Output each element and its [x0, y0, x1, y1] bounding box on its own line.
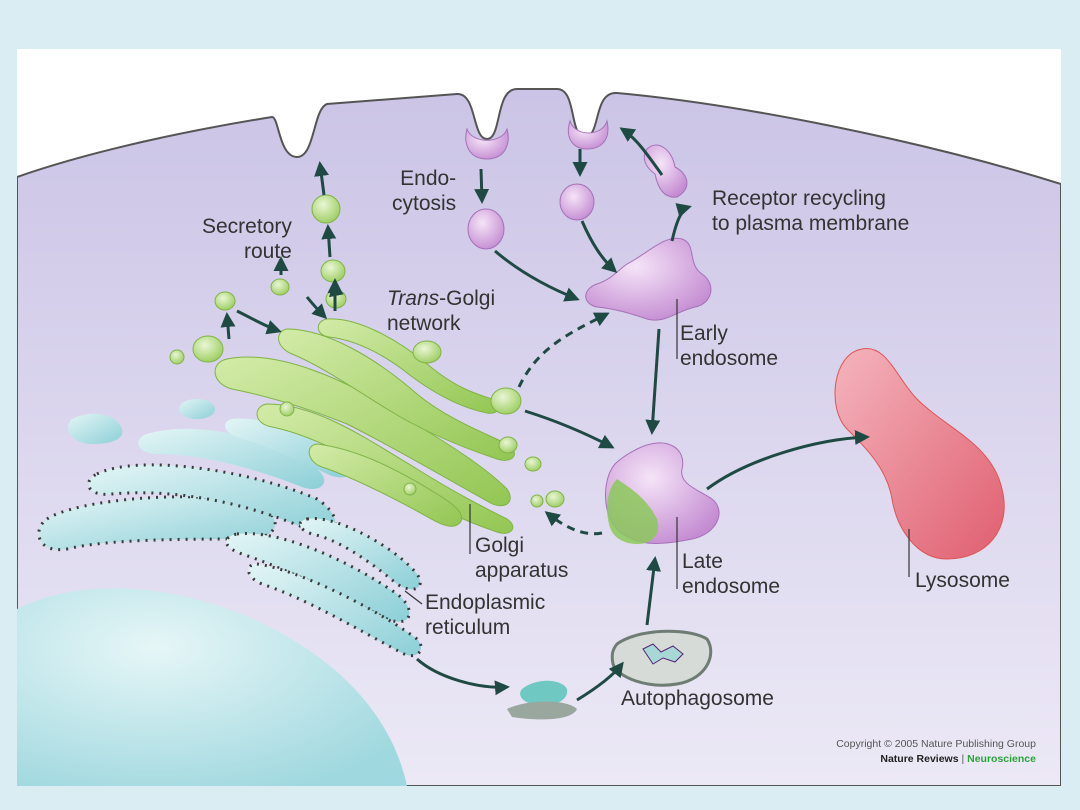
copyright-line: Copyright © 2005 Nature Publishing Group: [836, 738, 1036, 750]
nucleus: [17, 588, 407, 786]
label-golgi-apparatus: Golgi apparatus: [475, 534, 569, 582]
copyright-notice: Copyright © 2005 Nature Publishing Group…: [836, 737, 1036, 767]
label-lysosome: Lysosome: [915, 569, 1010, 592]
journal-separator: |: [958, 753, 968, 765]
endoplasmic-reticulum: [37, 463, 423, 658]
diagram-slide: Endo- cytosis Receptor recycling to plas…: [17, 49, 1061, 786]
transport-arrows: [220, 127, 870, 702]
label-trans-golgi-italic: Trans: [387, 287, 440, 310]
label-leaders: [404, 299, 910, 605]
label-receptor-recycling: Receptor recycling to plasma membrane: [712, 187, 910, 235]
label-autophagosome: Autophagosome: [621, 687, 774, 710]
label-early-endosome: Early endosome: [680, 322, 779, 370]
lysosome: [834, 348, 1005, 560]
autophagosome: [507, 629, 713, 720]
label-trans-golgi-rest: -Golgi network: [387, 287, 496, 335]
early-endosome: [585, 237, 712, 321]
late-endosome-green: [607, 479, 659, 545]
cell-diagram: [17, 88, 1061, 786]
journal-credit: Nature Reviews | Neuroscience: [836, 752, 1036, 767]
retrograde-arrows: [517, 312, 610, 536]
journal-name: Nature Reviews: [880, 753, 959, 765]
label-secretory-route: Secretory route: [202, 215, 292, 263]
label-endocytosis: Endo- cytosis: [392, 167, 457, 215]
label-endoplasmic-reticulum: Endoplasmic reticulum: [425, 591, 546, 639]
journal-section: Neuroscience: [967, 753, 1036, 765]
endocytic-vesicles: [465, 119, 688, 250]
label-trans-golgi: Trans-Golgi network: [387, 286, 495, 336]
label-late-endosome: Late endosome: [682, 550, 781, 598]
golgi-apparatus: [214, 318, 515, 534]
golgi-vesicles: [169, 194, 565, 508]
